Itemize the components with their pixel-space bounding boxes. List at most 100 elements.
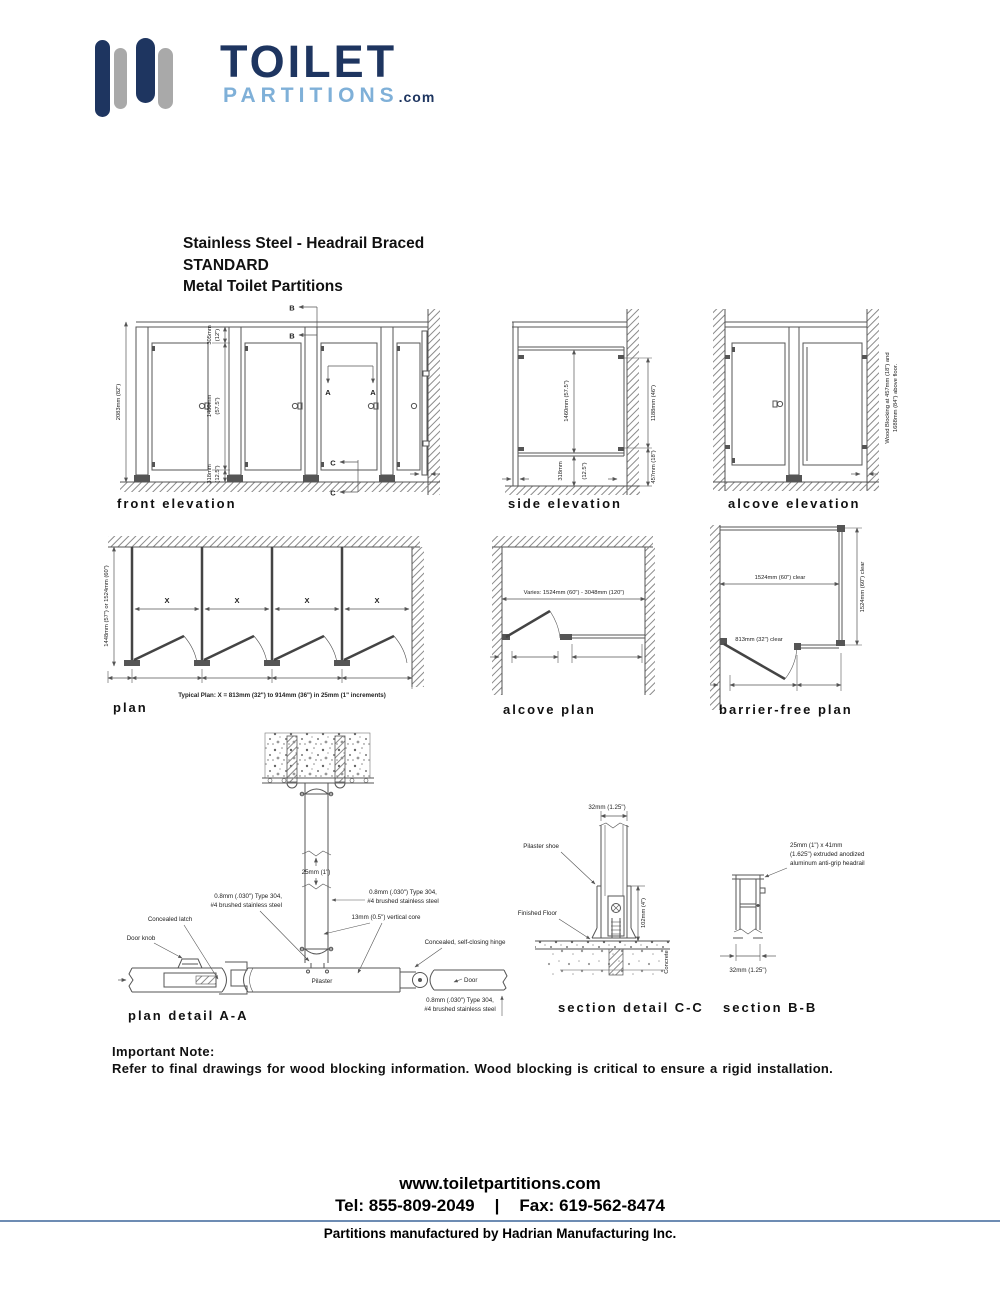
wall [427,309,440,495]
pilaster-shoe [591,885,637,939]
dim-varies: Varies: 1524mm (60") - 3048mm (120") [524,590,625,596]
door [731,342,786,466]
dim-blocking-lower: 457mm (18") [651,450,657,483]
headrail-profile [732,874,766,939]
steel-note-left-line2: #4 brushed stainless steel [210,902,282,909]
page-title: Stainless Steel - Headrail Braced STANDA… [183,233,424,298]
logo-bar-icon [158,48,173,109]
door-knob-note: Door knob [127,935,156,942]
front-elevation-label: front elevation [117,496,237,511]
steel-note-right-line1: 0.8mm (.030") Type 304, [369,889,437,896]
footer-contact: Tel: 855-809-2049 | Fax: 619-562-8474 [0,1196,1000,1216]
doors [133,634,408,664]
steel-note-bottom-line2: #4 brushed stainless steel [424,1006,496,1013]
dimensions-top: 32mm (1.25") [588,804,628,821]
dim-overall-height: 2083mm (82") [116,384,122,421]
title-line1: Stainless Steel - Headrail Braced [183,235,425,252]
dim-shoe-width: 32mm (1.25") [588,804,625,811]
door-left [118,958,227,993]
floor [713,481,879,491]
dimensions: 2083mm (82") 305mm (12") 1460mm (57.5") … [116,321,440,484]
headrail [512,321,627,328]
door [720,638,798,681]
title-line3: Metal Toilet Partitions [183,278,343,295]
top-panel [720,525,845,532]
brand-tld: .com [398,89,436,105]
floor [505,485,640,495]
section-detail-cc-label: section detail C-C [558,1000,704,1015]
footer-separator: | [494,1196,500,1215]
dimensions: 1460mm (57.5") 318mm (12.5") 1188mm (46"… [502,349,657,487]
headrail-note-line3: aluminum anti-grip headrail [790,860,865,867]
section-marker-c: C [330,459,336,468]
pilaster-horizontal: Pilaster [243,963,401,993]
annotations: 25mm (1") x 41mm (1.625") extruded anodi… [764,842,865,878]
headrail [136,321,428,328]
important-note-heading: Important Note: [112,1044,215,1059]
wall [626,309,639,495]
panel [560,634,645,640]
pilaster-tube: 25mm (1") [299,783,334,963]
hinge-and-door-right: Door [400,969,508,991]
wood-blocking-note-line1: Wood Blocking at 457mm (18") and [885,352,891,443]
steel-note-left-line1: 0.8mm (.030") Type 304, [214,893,282,900]
section-marker-b: B [289,304,295,313]
dimensions: 32mm (1.25") [720,944,776,974]
dimensions: Wood Blocking at 457mm (18") and 1688mm … [851,352,899,476]
barrier-free-plan-drawing: 1524mm (60") clear 1524mm (60") clear 81… [710,525,866,710]
footer-phone: Tel: 855-809-2049 [335,1196,475,1215]
finished-floor-note: Finished Floor [518,910,557,917]
dim-floor-gap-mm: 318mm [207,464,213,484]
dim-floor-gap-in: (12.5") [582,462,588,479]
dim-stall-width: X [374,596,379,605]
floor [535,940,670,977]
dim-stall-width: X [304,596,309,605]
front-partition [794,643,839,650]
brand-name-top: TOILET [220,36,398,87]
walls [710,525,721,710]
panel [802,342,863,466]
walls [713,309,879,491]
footer-fax: Fax: 619-562-8474 [519,1196,665,1215]
dimensions: 1448mm (57") or 1524mm (60") X X X X Typ… [104,546,413,699]
dim-door-height-in: (57.5") [215,397,221,414]
wall-brackets [422,370,430,447]
barrier-free-plan-label: barrier-free plan [719,702,853,717]
section-marker-a: A [325,388,331,397]
dim-headrail-gap-mm: 305mm [207,325,213,345]
latch-keeper [219,961,248,995]
dim-tube: 25mm (1") [302,869,331,876]
wood-blocking-note-line2: 1688mm (84") above floor. [893,364,899,433]
section-bb-label: section B-B [723,1000,818,1015]
important-note-body: Refer to final drawings for wood blockin… [112,1061,834,1076]
partitions [124,547,350,666]
dim-floor-gap-in: (12.5") [215,465,221,482]
pilaster [786,326,802,482]
logo-bar-icon [114,48,127,109]
dim-blocking-upper: 1188mm (46") [651,385,657,421]
door [502,609,561,640]
concealed-latch-note: Concealed latch [148,916,193,923]
dim-depth: 1448mm (57") or 1524mm (60") [104,565,110,647]
pilaster [512,322,519,486]
brand-partitions: PARTITIONS [223,84,399,107]
headrail-note-line1: 25mm (1") x 41mm [790,842,842,849]
section-bb-drawing: 25mm (1") x 41mm (1.625") extruded anodi… [720,842,865,974]
door-label: Door [464,977,477,984]
side-elevation-label: side elevation [508,496,622,511]
dimensions-bottom [490,644,643,663]
ceiling-concrete [262,732,374,789]
plan-typical-note: Typical Plan: X = 813mm (32") to 914mm (… [178,692,386,699]
plan-drawing: 1448mm (57") or 1524mm (60") X X X X Typ… [104,536,424,699]
panel [518,346,625,457]
dim-shoe-height: 102mm (4") [641,898,647,928]
steel-note-bottom-line1: 0.8mm (.030") Type 304, [426,997,494,1004]
dim-stall-width: X [234,596,239,605]
pilaster-label: Pilaster [312,978,333,985]
brand-name-bottom: PARTITIONS.com [223,84,435,108]
pilaster-shoe-note: Pilaster shoe [523,843,559,850]
alcove-elevation-drawing: Wood Blocking at 457mm (18") and 1688mm … [713,309,899,491]
footer-divider [0,1220,1000,1222]
section-marker-b: B [289,332,295,341]
headrail [725,321,867,328]
